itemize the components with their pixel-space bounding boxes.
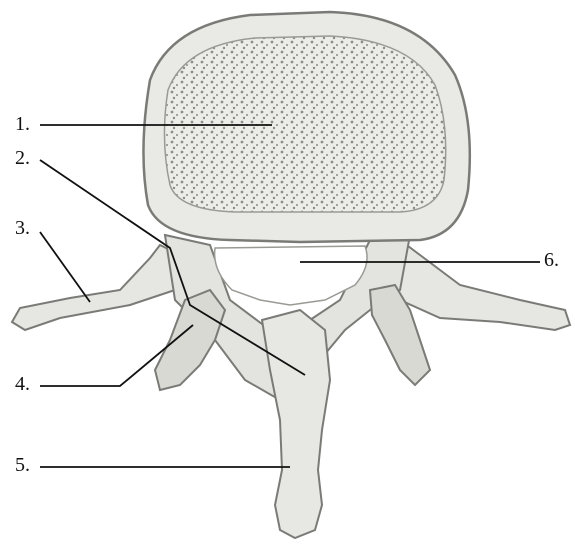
cancellous-bone: [164, 36, 445, 212]
label-6: 6.: [544, 250, 559, 270]
label-1: 1.: [15, 114, 30, 134]
transverse-process-left: [12, 245, 180, 330]
leader-line-3: [40, 232, 90, 302]
label-3: 3.: [15, 218, 30, 238]
label-4: 4.: [15, 374, 30, 394]
label-2: 2.: [15, 148, 30, 168]
label-5: 5.: [15, 455, 30, 475]
spinous-process: [262, 310, 330, 538]
